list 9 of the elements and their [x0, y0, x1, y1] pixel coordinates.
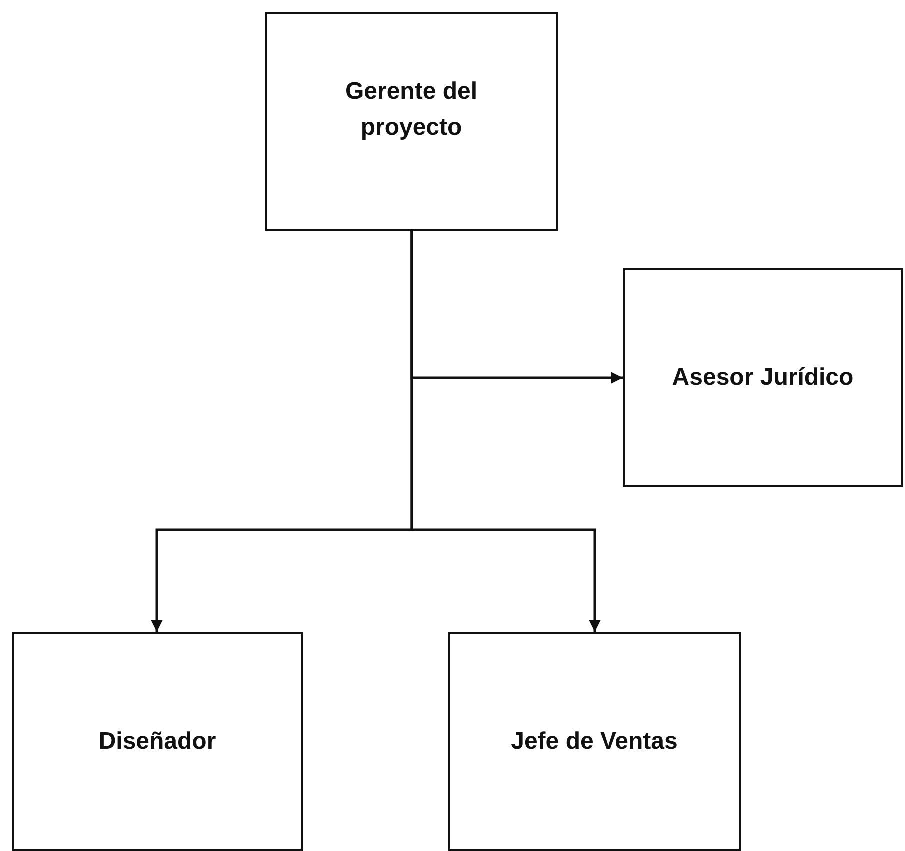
role-title: Asesor Jurídico: [672, 362, 854, 392]
role-box: [448, 632, 741, 851]
role-box: [12, 632, 303, 851]
role-box: [265, 12, 558, 231]
role-title: Jefe de Ventas: [511, 726, 678, 756]
role-box: [623, 268, 903, 487]
connector-arrow: [410, 231, 601, 632]
role-title: Gerente del proyecto: [344, 77, 479, 143]
role-title: Diseñador: [98, 726, 216, 756]
